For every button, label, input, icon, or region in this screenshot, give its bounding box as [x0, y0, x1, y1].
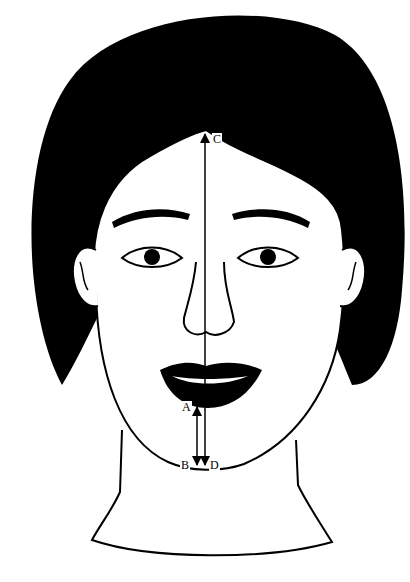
point-label: B — [180, 459, 190, 471]
c-d-arrow — [204, 134, 206, 465]
point-label: C — [212, 133, 222, 145]
a-b-arrow — [196, 407, 198, 465]
point-label: D — [209, 459, 220, 471]
point-label: A — [181, 401, 192, 413]
